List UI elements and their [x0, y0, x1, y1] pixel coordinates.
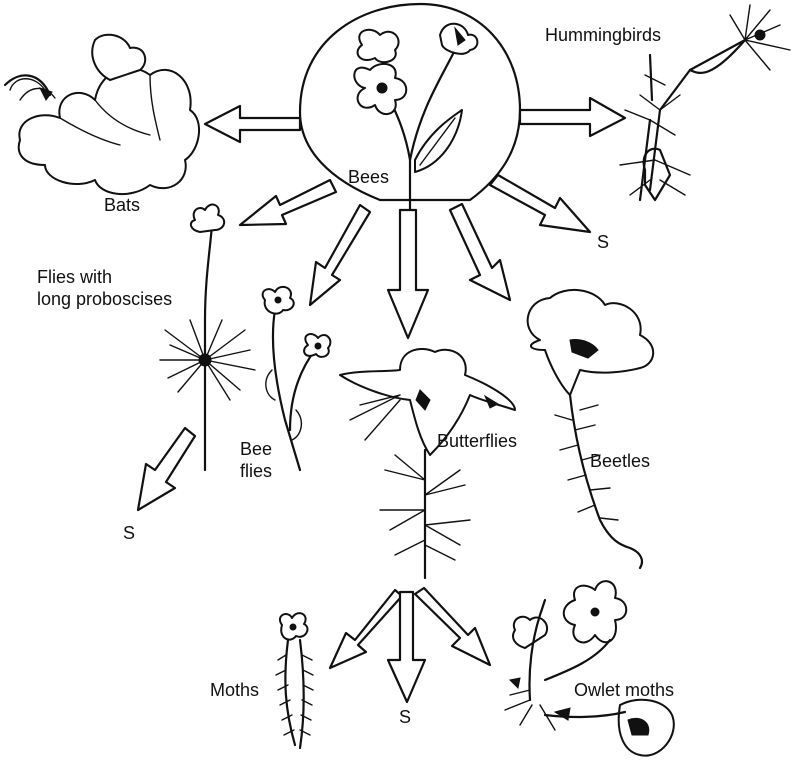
bee-flower-illustration [354, 24, 477, 225]
label-bats: Bats [104, 194, 140, 216]
label-owlet-moths: Owlet moths [574, 679, 674, 701]
arrow-to-s-right [490, 175, 590, 232]
label-s-left: S [123, 522, 135, 544]
arrow-to-moths [330, 590, 402, 668]
arrow-to-owlet-moths [415, 588, 490, 665]
label-hummingbirds: Hummingbirds [545, 24, 661, 46]
label-bee-flies-line1: Bee [240, 438, 272, 460]
arrow-to-butterflies [388, 210, 428, 338]
arrow-to-s-bottom [388, 592, 425, 702]
label-bees: Bees [348, 166, 389, 188]
arrow-flies-to-s [138, 428, 195, 510]
label-butterflies: Butterflies [437, 430, 517, 452]
label-moths: Moths [210, 679, 259, 701]
moth-flower-illustration [276, 613, 313, 748]
arrow-to-hummingbirds [520, 98, 625, 136]
bat-flower-illustration [5, 35, 199, 194]
label-flies-line1: Flies with [37, 266, 112, 288]
label-s-bottom: S [399, 706, 411, 728]
owlet-moth-flower-illustration [505, 581, 674, 755]
fly-flower-illustration [160, 205, 255, 470]
beetle-flower-illustration [528, 290, 654, 568]
butterfly-flower-illustration [340, 349, 515, 578]
label-bee-flies-line2: flies [240, 460, 272, 482]
bee-fly-flower-illustration [263, 287, 331, 470]
arrow-to-bats [205, 106, 300, 142]
arrow-to-beetles [450, 204, 510, 300]
arrow-to-flies [240, 180, 336, 225]
label-flies-line2: long proboscises [37, 288, 172, 310]
arrow-to-bee-flies [310, 205, 370, 305]
label-s-right: S [597, 231, 609, 253]
label-beetles: Beetles [590, 450, 650, 472]
